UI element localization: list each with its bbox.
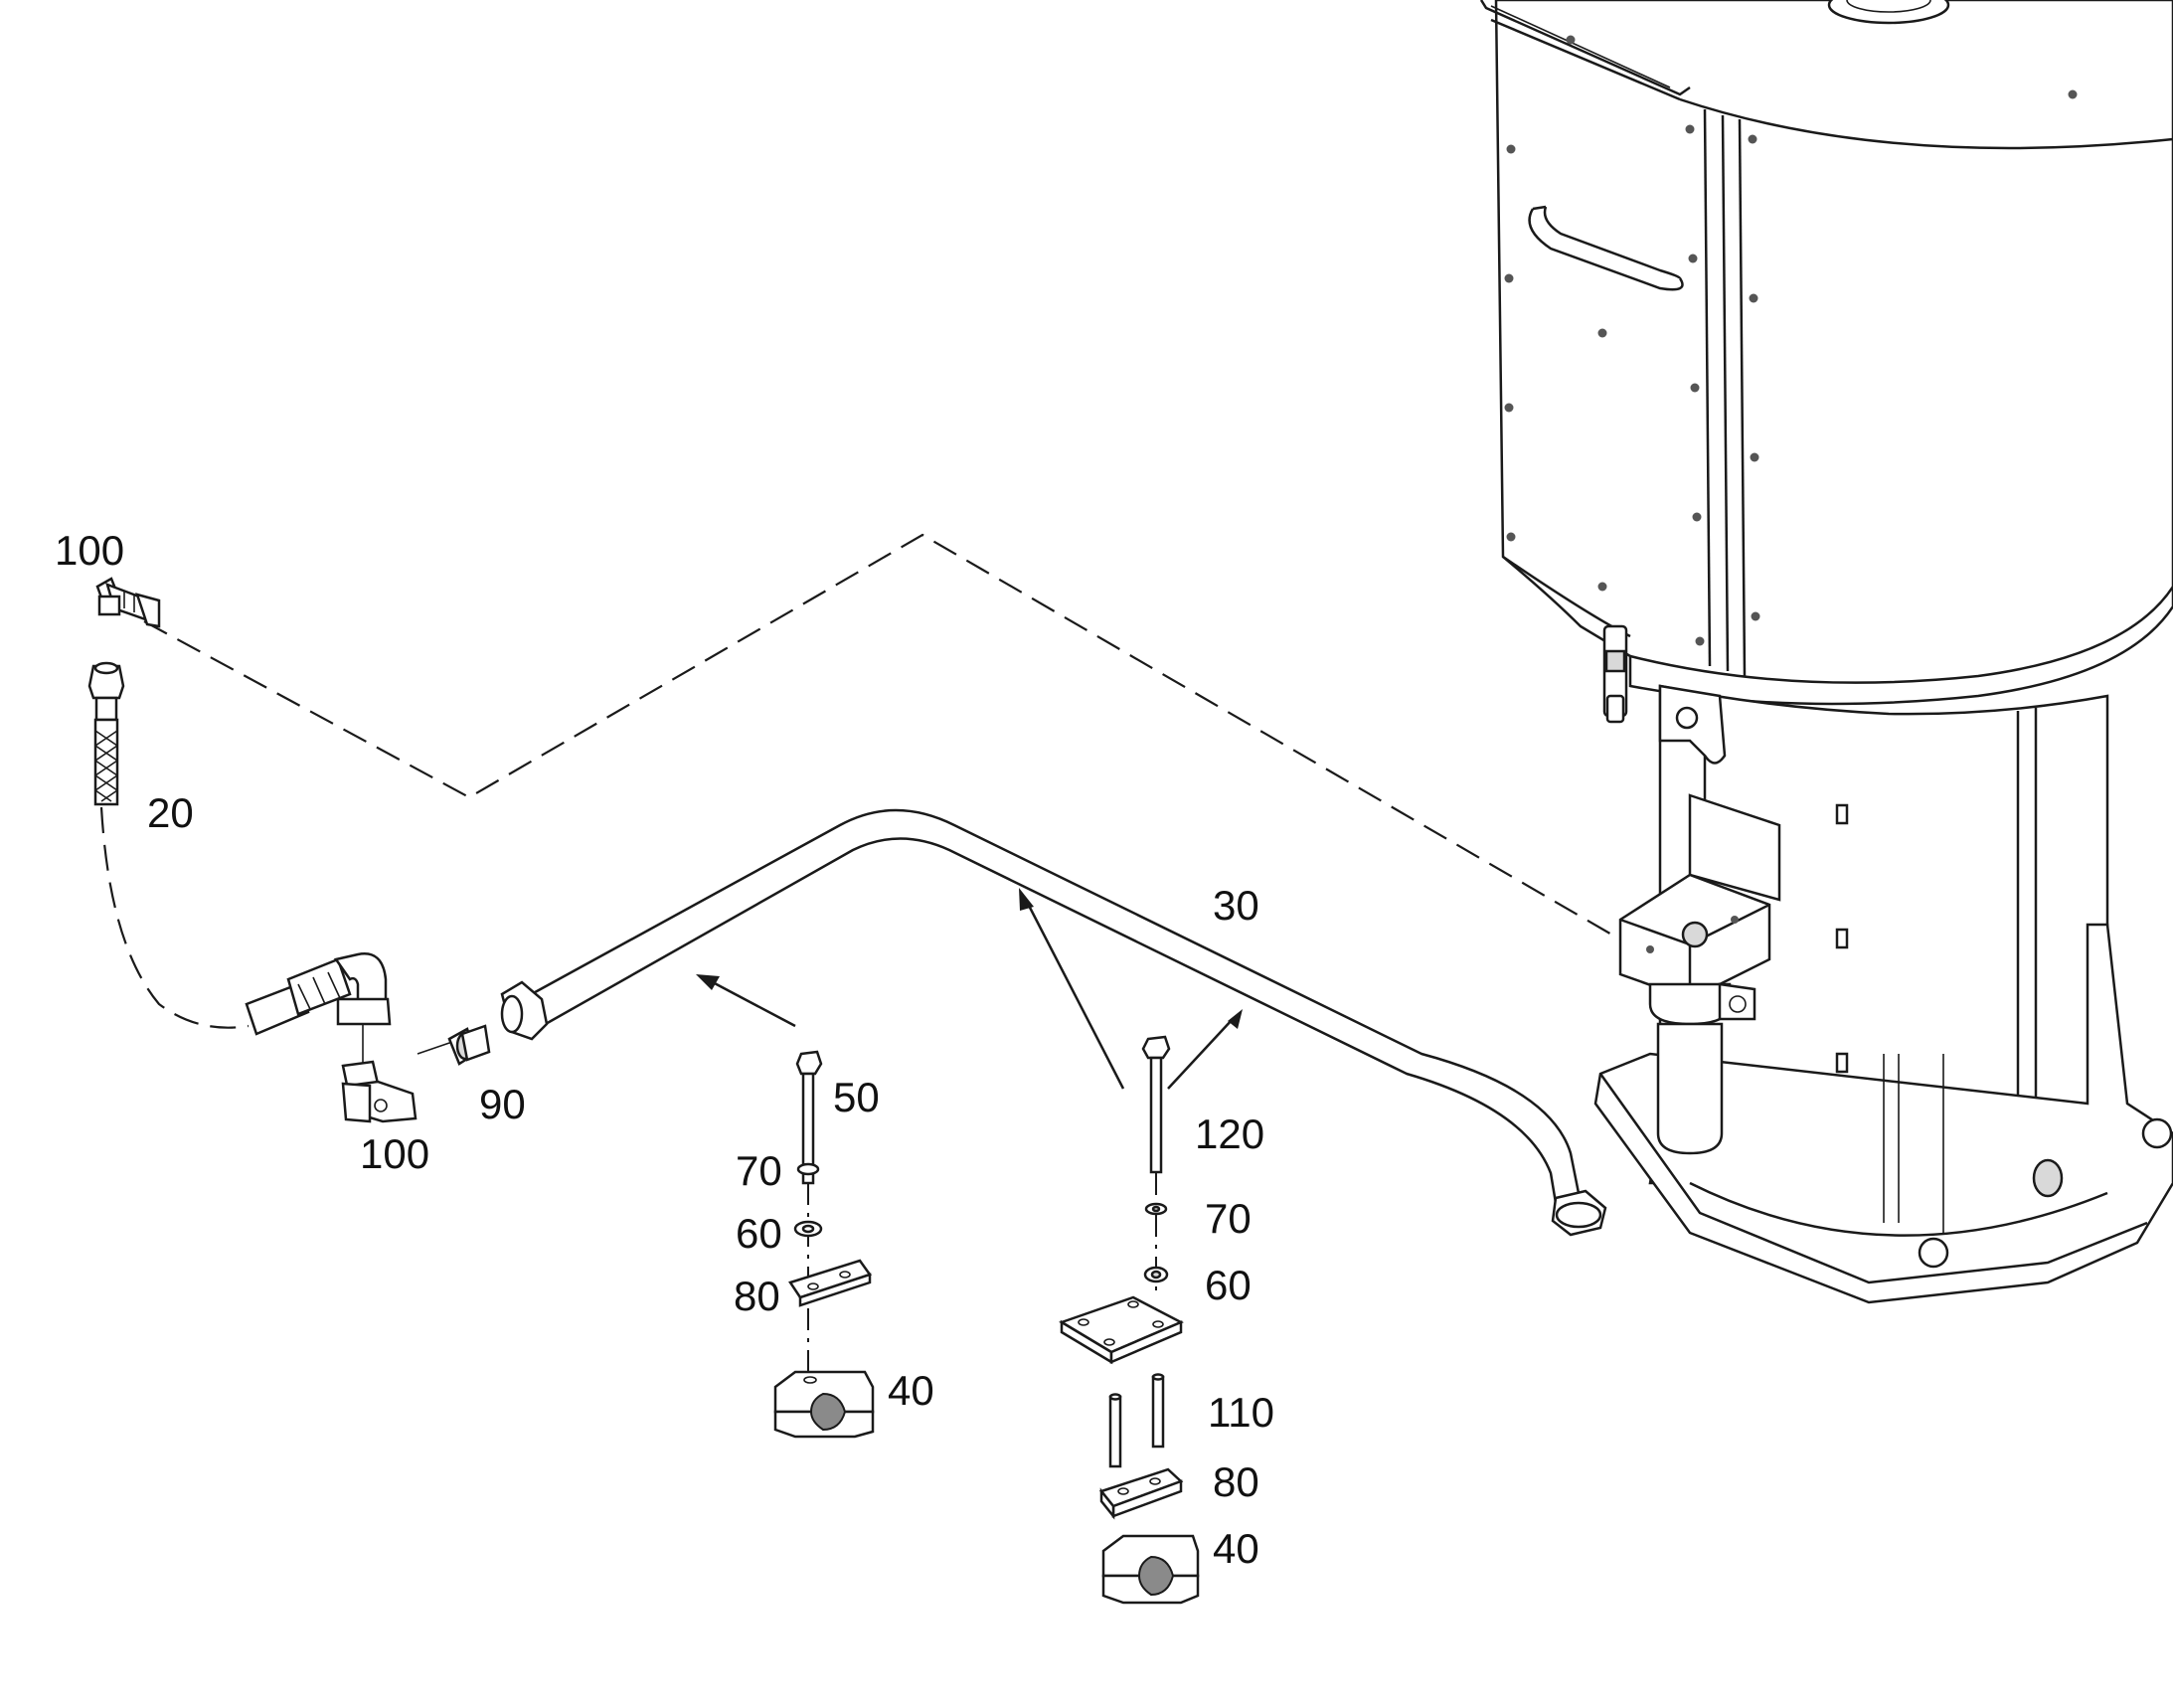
callout-40-right: 40 — [1213, 1525, 1259, 1572]
arrow-right-2 — [1167, 1009, 1243, 1090]
callout-40-left: 40 — [888, 1367, 934, 1414]
plate-80-right — [1098, 1467, 1184, 1520]
callout-20: 20 — [147, 789, 194, 836]
callout-110: 110 — [1208, 1389, 1274, 1436]
hose-dashed-line — [99, 806, 250, 1029]
callout-100-top: 100 — [55, 527, 125, 574]
callout-120: 120 — [1195, 1110, 1265, 1157]
callout-90: 90 — [479, 1081, 526, 1127]
elbow-fitting-100-top — [95, 577, 161, 628]
callout-70-left: 70 — [736, 1147, 782, 1194]
clamp-40-left — [773, 1370, 875, 1439]
arrow-right-1 — [1019, 888, 1125, 1090]
plate-80-left — [788, 1259, 873, 1307]
callout-50: 50 — [833, 1074, 880, 1120]
route-dashed-line — [143, 533, 1621, 940]
hose-20 — [87, 661, 125, 806]
pipe-30 — [500, 808, 1607, 1237]
callout-70-right: 70 — [1205, 1195, 1252, 1242]
callout-30: 30 — [1213, 882, 1259, 929]
washer-70-left — [796, 1162, 820, 1176]
elbow-fitting-100-bottom — [341, 1060, 418, 1123]
plate-top-right — [1059, 1295, 1184, 1365]
callout-60-left: 60 — [736, 1210, 782, 1257]
arrow-left — [696, 974, 796, 1028]
machine-column — [1479, 0, 2173, 1304]
callout-80-left: 80 — [734, 1273, 780, 1319]
callout-80-right: 80 — [1213, 1458, 1259, 1505]
callout-60-right: 60 — [1205, 1262, 1252, 1308]
nut-90 — [417, 1024, 491, 1066]
pins-110 — [1108, 1373, 1165, 1468]
hose-elbow-assembly — [245, 952, 392, 1064]
callout-100-bottom: 100 — [360, 1130, 430, 1177]
clamp-40-right — [1101, 1534, 1200, 1605]
bolt-120 — [1141, 1035, 1171, 1174]
